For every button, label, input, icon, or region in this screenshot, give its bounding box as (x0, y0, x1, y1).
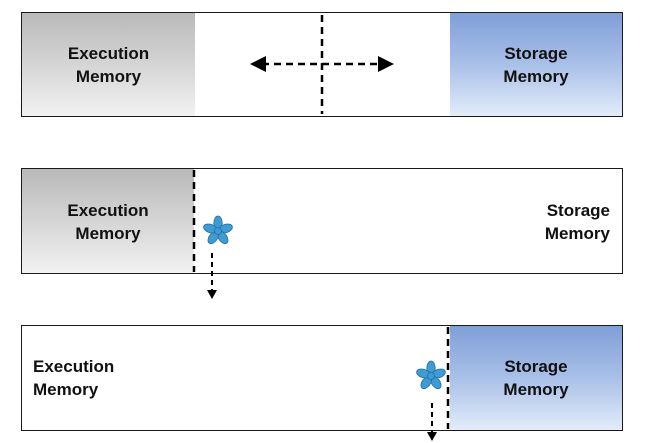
execution-memory-region (22, 13, 195, 116)
down-arrow-icon (207, 253, 217, 299)
execution-memory-label: Execution Memory (67, 44, 150, 86)
storage-memory-label: Storage Memory (503, 44, 569, 86)
double-arrow-icon (250, 56, 394, 72)
splash-icon (201, 215, 235, 247)
splash-icon (414, 360, 448, 392)
execution-memory-label: Execution Memory (67, 201, 149, 243)
memory-panel-2: Execution Memory Storage Memory (21, 168, 623, 274)
down-arrow-icon (427, 403, 437, 441)
execution-memory-region (22, 169, 194, 273)
memory-panel-3: Execution Memory Storage Memory (21, 325, 623, 431)
storage-memory-region (450, 13, 622, 116)
execution-memory-label: Execution Memory (33, 357, 115, 399)
storage-memory-label: Storage Memory (503, 357, 569, 399)
storage-memory-region (450, 326, 622, 430)
storage-memory-label: Storage Memory (544, 201, 610, 243)
